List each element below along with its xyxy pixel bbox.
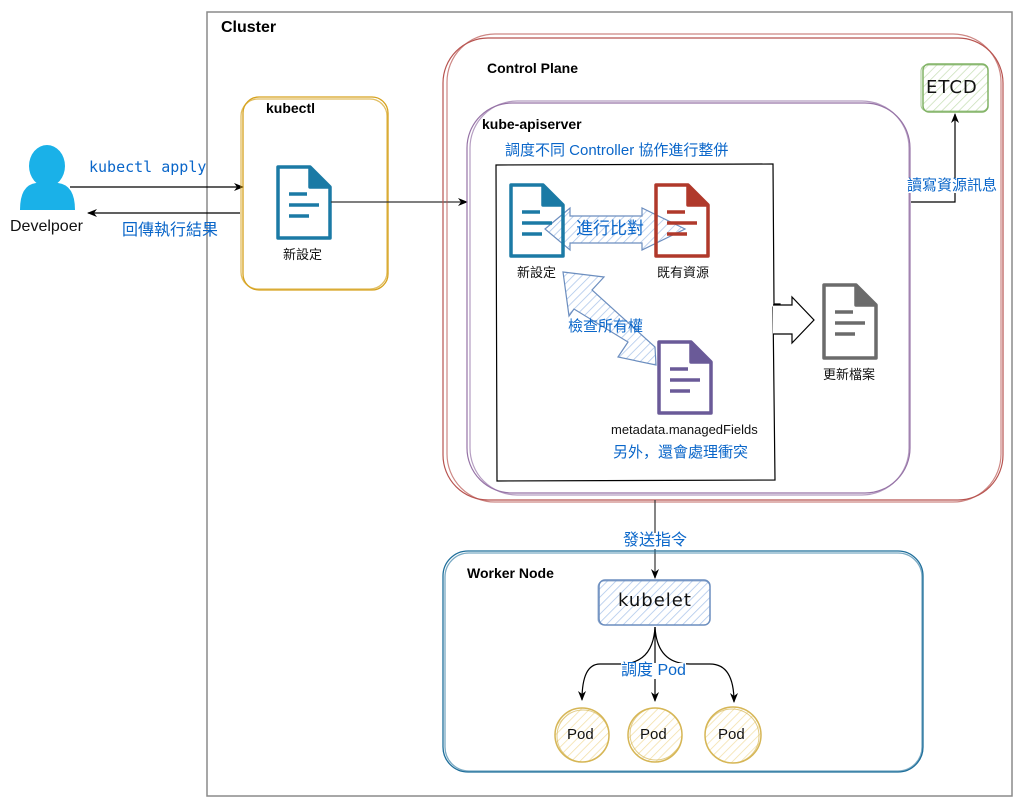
- apiserver-box: [466, 100, 911, 496]
- pod-label-3: Pod: [718, 726, 745, 743]
- send-command-label: 發送指令: [623, 532, 688, 549]
- kubectl-box: [240, 96, 389, 291]
- worker-node-box: [442, 550, 924, 773]
- etcd-edge-label: 讀寫資源訊息: [907, 177, 998, 194]
- etcd-box: [920, 63, 989, 113]
- pod-circle-3: [704, 706, 762, 764]
- apiserver-subtitle: 調度不同 Controller 協作進行整併: [505, 142, 729, 159]
- document-icon-new-config-apiserver: [509, 183, 565, 258]
- document-icon-managed-fields: [657, 340, 713, 415]
- compare-double-arrow: [544, 206, 687, 252]
- updated-file-label: 更新檔案: [823, 367, 876, 382]
- pod-label-1: Pod: [567, 726, 594, 743]
- ownership-label: 檢查所有權: [568, 318, 644, 335]
- document-icon-new-config: [276, 165, 332, 240]
- etcd-label: ETCD: [926, 77, 978, 98]
- pod-circle-1: [554, 707, 610, 763]
- document-icon-existing-resource: [654, 183, 710, 258]
- update-arrow: [773, 295, 815, 345]
- document-icon-updated-file: [822, 283, 878, 360]
- return-label: 回傳執行結果: [122, 222, 219, 239]
- kubelet-label: kubelet: [618, 590, 692, 611]
- apply-label: kubectl apply: [89, 158, 207, 176]
- existing-resource-label: 既有資源: [657, 265, 710, 280]
- cluster-boundary: [206, 11, 1013, 797]
- worker-node-title: Worker Node: [467, 565, 554, 581]
- kubectl-doc-label: 新設定: [283, 247, 323, 262]
- user-icon: [20, 145, 75, 210]
- ownership-arrow: [562, 271, 657, 366]
- managed-fields-label: metadata.managedFields: [611, 422, 758, 437]
- apiserver-title: kube-apiserver: [482, 116, 582, 132]
- conflict-label: 另外，還會處理衝突: [613, 444, 749, 461]
- developer-label: Develpoer: [10, 218, 83, 235]
- schedule-pod-label: 調度 Pod: [621, 662, 686, 679]
- control-plane-box: [442, 33, 1004, 503]
- etcd-connector: [911, 113, 959, 203]
- pod-label-2: Pod: [640, 726, 667, 743]
- pod-circle-2: [627, 707, 683, 763]
- kubectl-title: kubectl: [266, 100, 316, 116]
- control-plane-title: Control Plane: [487, 60, 579, 76]
- new-config-label: 新設定: [517, 265, 557, 280]
- compare-label: 進行比對: [576, 219, 644, 238]
- cluster-title: Cluster: [221, 19, 277, 36]
- kubelet-box: [597, 579, 711, 626]
